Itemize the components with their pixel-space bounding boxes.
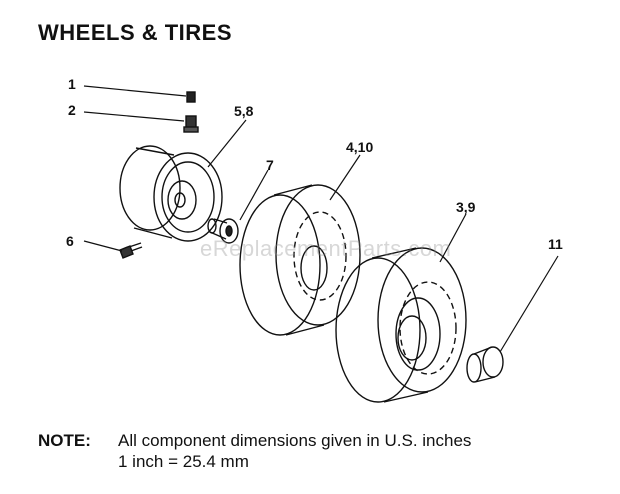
callout-7: 7	[266, 157, 274, 173]
callout-4-10: 4,10	[346, 139, 374, 155]
diagram-title: WHEELS & TIRES	[38, 20, 233, 45]
note-label: NOTE:	[38, 431, 91, 450]
wheel-rim-part	[119, 145, 223, 242]
callout-3-9: 3,9	[456, 199, 476, 215]
callout-6: 6	[66, 233, 74, 249]
valve-stem-part	[183, 115, 199, 133]
callout-2: 2	[68, 102, 76, 118]
leader-lines	[83, 85, 559, 353]
note-line-1: NOTE: All component dimensions given in U…	[38, 430, 471, 451]
watermark: eReplacementParts.com	[200, 236, 452, 261]
callout-5-8: 5,8	[234, 103, 254, 119]
bushing-part	[207, 218, 239, 244]
callout-1: 1	[68, 76, 76, 92]
tire-part-3-9	[335, 247, 467, 403]
tire-part-4-10	[239, 184, 361, 336]
callout-11: 11	[548, 236, 563, 252]
note-block: NOTE: All component dimensions given in U…	[38, 430, 471, 472]
valve-cap-part	[186, 91, 196, 103]
note-text-2: 1 inch = 25.4 mm	[118, 452, 249, 471]
bolt-part	[119, 242, 143, 259]
note-text-1: All component dimensions given in U.S. i…	[118, 431, 472, 450]
hub-cap-part	[466, 346, 504, 383]
